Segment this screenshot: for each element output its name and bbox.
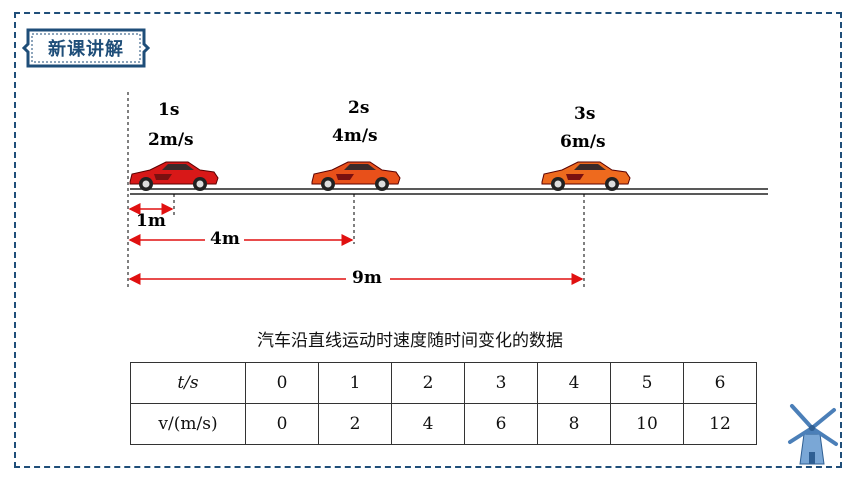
slide-frame xyxy=(14,12,842,468)
table-cell: 4 xyxy=(391,403,465,445)
table-cell: 2 xyxy=(391,362,465,404)
table-cell: 10 xyxy=(610,403,684,445)
distance-label-3: 9m xyxy=(352,268,382,288)
car-1-speed: 2m/s xyxy=(148,130,194,150)
car-2-time: 2s xyxy=(348,98,370,118)
table-caption: 汽车沿直线运动时速度随时间变化的数据 xyxy=(257,331,563,351)
table-row-time: t/s 0 1 2 3 4 5 6 xyxy=(130,362,757,404)
table-cell: 5 xyxy=(610,362,684,404)
table-cell: 4 xyxy=(537,362,611,404)
data-table: t/s 0 1 2 3 4 5 6 v/(m/s) 0 2 4 6 8 10 1… xyxy=(130,362,757,445)
distance-label-1: 1m xyxy=(136,211,166,231)
table-row-velocity: v/(m/s) 0 2 4 6 8 10 12 xyxy=(130,403,757,445)
row-label-time: t/s xyxy=(130,362,246,404)
car-3 xyxy=(541,161,631,192)
car-1-time: 1s xyxy=(158,100,180,120)
car-3-time: 3s xyxy=(574,104,596,124)
distance-label-2: 4m xyxy=(210,229,240,249)
car-3-speed: 6m/s xyxy=(560,132,606,152)
table-cell: 1 xyxy=(318,362,392,404)
badge-background xyxy=(22,28,150,68)
section-badge: 新课讲解 xyxy=(48,39,124,60)
table-cell: 6 xyxy=(464,403,538,445)
windmill-icon xyxy=(788,404,838,465)
table-cell: 3 xyxy=(464,362,538,404)
car-2 xyxy=(311,161,401,192)
table-cell: 12 xyxy=(683,403,757,445)
row-label-velocity: v/(m/s) xyxy=(130,403,246,445)
table-cell: 0 xyxy=(245,362,319,404)
table-cell: 6 xyxy=(683,362,757,404)
table-cell: 8 xyxy=(537,403,611,445)
car-1 xyxy=(129,161,219,192)
table-cell: 0 xyxy=(245,403,319,445)
table-cell: 2 xyxy=(318,403,392,445)
car-2-speed: 4m/s xyxy=(332,126,378,146)
